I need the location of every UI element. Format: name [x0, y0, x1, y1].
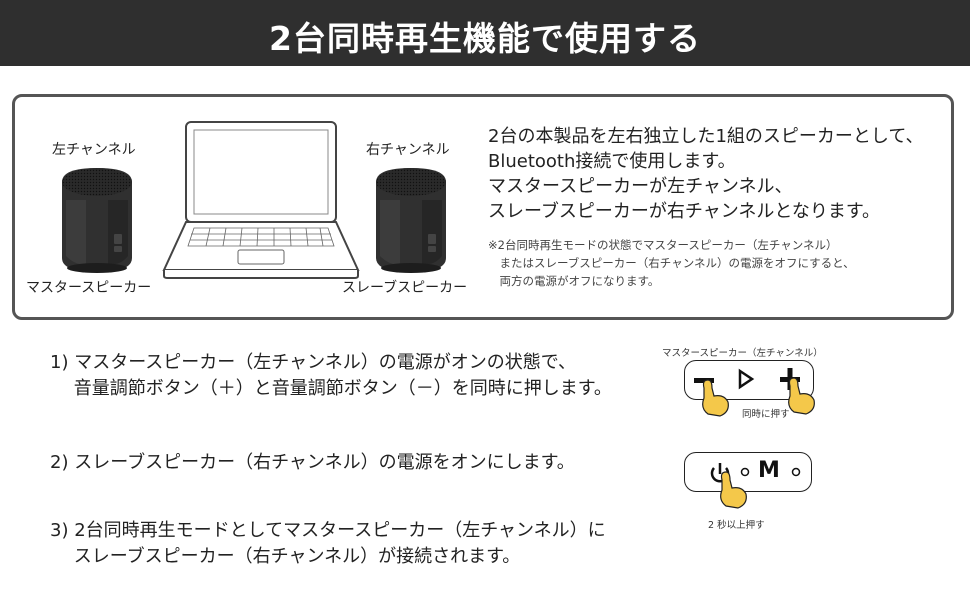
step-2: 2) スレーブスピーカー（右チャンネル）の電源をオンにします。: [50, 450, 575, 476]
description-line: マスタースピーカーが左チャンネル、: [488, 176, 793, 197]
note-line: ※2台同時再生モードの状態でマスタースピーカー（左チャンネル）: [488, 238, 838, 252]
play-icon: [738, 368, 755, 390]
note-line: 両方の電源がオフになります。: [488, 274, 660, 288]
diagram1-caption: マスタースピーカー（左チャンネル）: [662, 348, 823, 359]
step-line: スレーブスピーカー（右チャンネル）が接続されます。: [50, 546, 521, 567]
master-speaker-label: マスタースピーカー: [26, 280, 152, 296]
header-banner: 2台同時再生機能で使用する: [0, 0, 970, 66]
step-1: 1) マスタースピーカー（左チャンネル）の電源がオンの状態で、 音量調節ボタン（…: [50, 350, 612, 402]
step-line: 2) スレーブスピーカー（右チャンネル）の電源をオンにします。: [50, 452, 575, 473]
press-simultaneously-label: 同時に押す: [742, 409, 790, 420]
slave-speaker-label: スレーブスピーカー: [342, 280, 468, 296]
description-line: 2台の本製品を左右独立した1組のスピーカーとして、: [488, 126, 924, 147]
minus-icon: [694, 378, 714, 383]
note-text: ※2台同時再生モードの状態でマスタースピーカー（左チャンネル） またはスレーブス…: [488, 236, 855, 290]
right-channel-label: 右チャンネル: [366, 142, 450, 158]
step-line: 1) マスタースピーカー（左チャンネル）の電源がオンの状態で、: [50, 352, 577, 373]
power-button-graphic: [710, 463, 801, 509]
volume-buttons-graphic: [694, 368, 815, 417]
description-line: Bluetooth接続で使用します。: [488, 151, 736, 172]
master-speaker-image: [62, 168, 132, 273]
info-panel: [12, 94, 954, 320]
description-text: 2台の本製品を左右独立した1組のスピーカーとして、 Bluetooth接続で使用…: [488, 124, 923, 224]
slave-speaker-image: [376, 168, 446, 273]
description-line: スレーブスピーカーが右チャンネルとなります。: [488, 201, 881, 222]
laptop-image: [162, 121, 360, 279]
step-line: 音量調節ボタン（＋）と音量調節ボタン（－）を同時に押します。: [50, 378, 612, 399]
press-2sec-label: 2 秒以上押す: [708, 520, 765, 531]
left-channel-label: 左チャンネル: [52, 142, 136, 158]
step-line: 3) 2台同時再生モードとしてマスタースピーカー（左チャンネル）に: [50, 520, 606, 541]
m-button-label: M: [758, 458, 780, 483]
note-line: またはスレーブスピーカー（右チャンネル）の電源をオフにすると、: [488, 256, 855, 270]
page-title: 2台同時再生機能で使用する: [269, 19, 701, 58]
step-3: 3) 2台同時再生モードとしてマスタースピーカー（左チャンネル）に スレーブスピ…: [50, 518, 606, 570]
